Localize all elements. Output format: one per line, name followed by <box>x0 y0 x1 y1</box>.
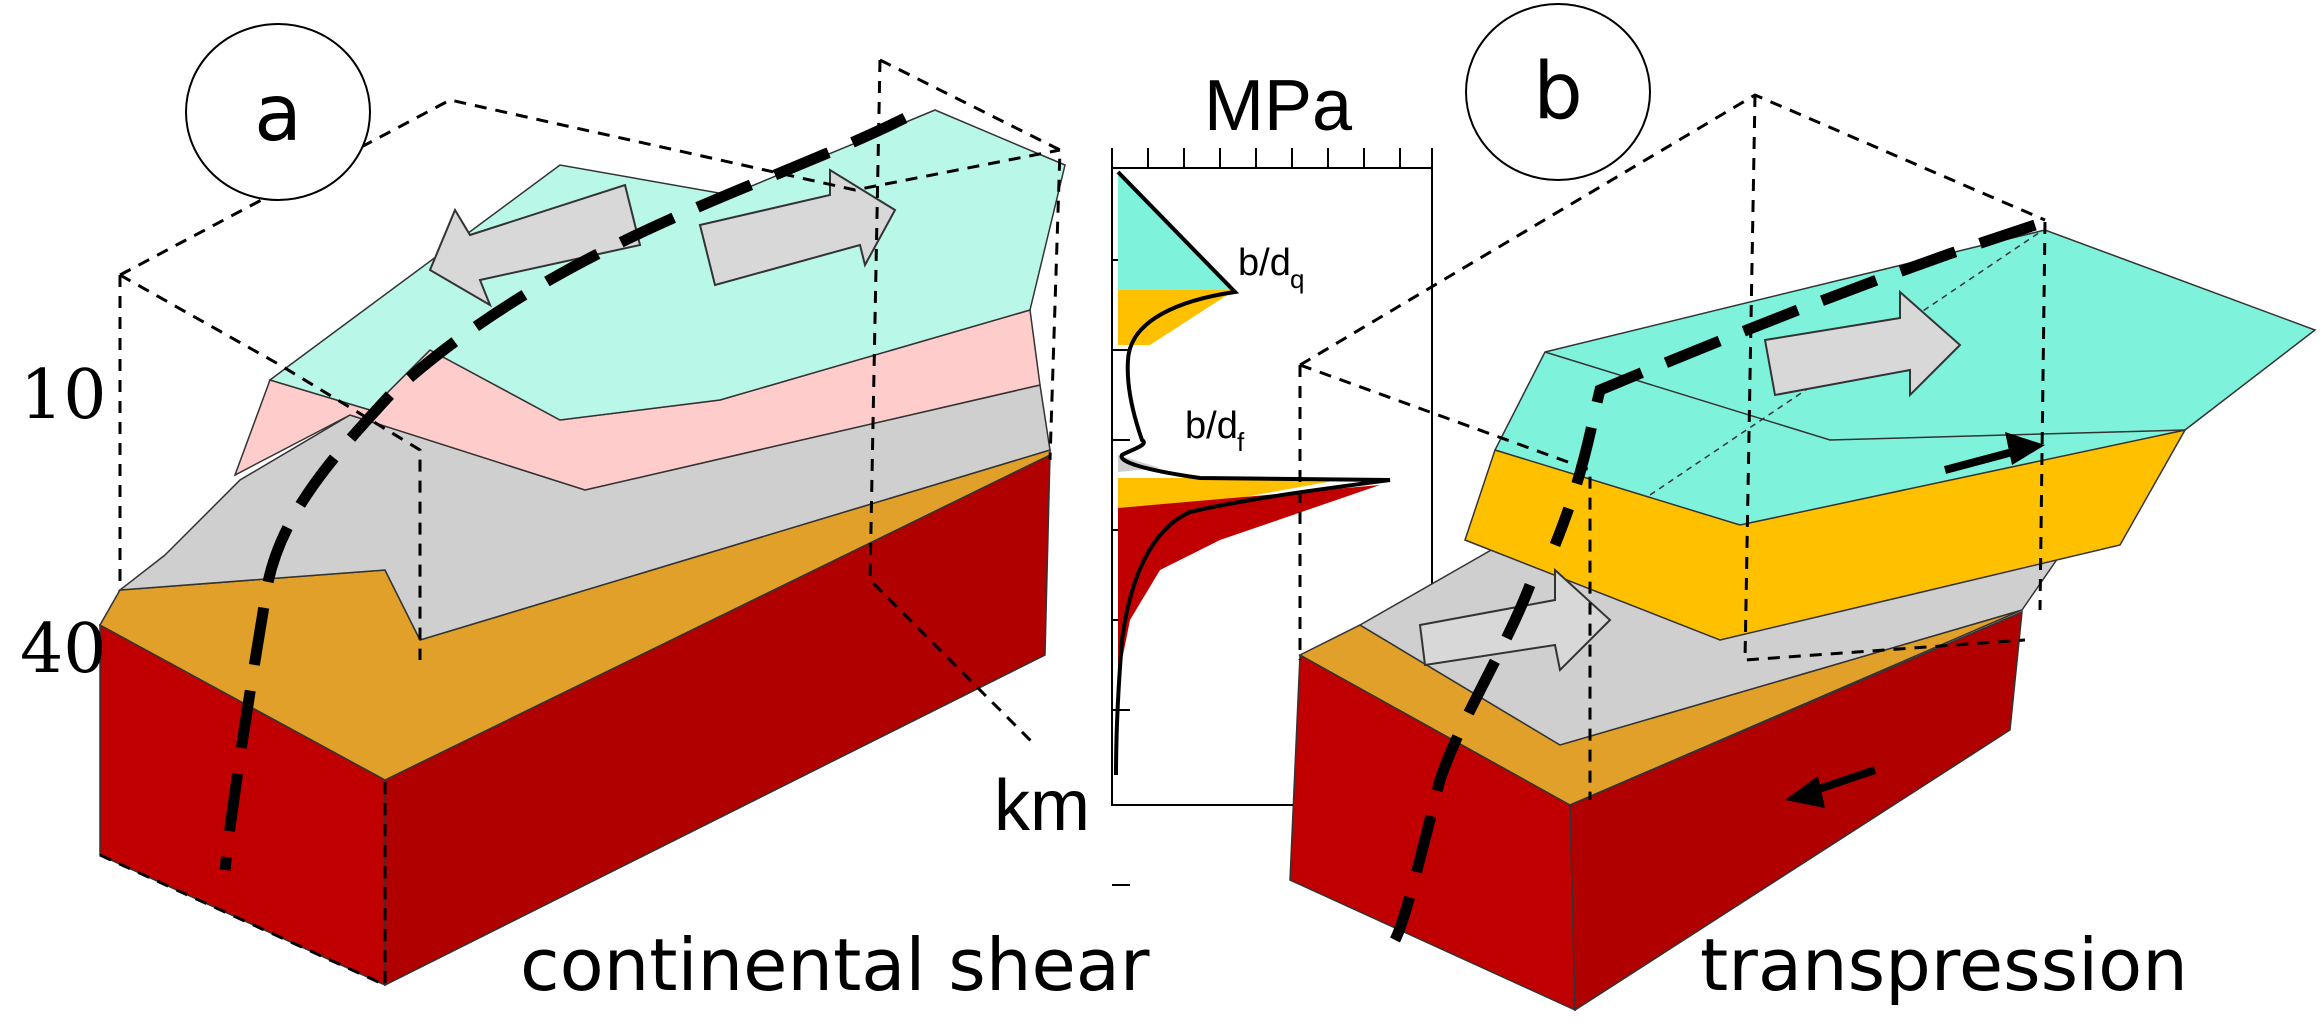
depth-tick-40: 40 <box>20 610 107 689</box>
panel-a-frame-mid <box>119 273 422 660</box>
panel-a-letter: a <box>254 69 302 159</box>
profile-strength-curve <box>1114 170 1391 776</box>
panel-b-fault-trace <box>1390 219 2037 943</box>
panel-a-frame-bottom <box>99 780 387 988</box>
panel-b-small-left-arrow-icon <box>1785 766 1877 808</box>
profile-label-bdq-sub: q <box>1290 264 1304 294</box>
panel-a-left-arrow-icon <box>428 183 642 308</box>
panel-a-letter-circle <box>185 23 371 201</box>
panel-a-fault-trace <box>219 113 908 871</box>
panel-a: a continental shear <box>98 23 1150 1007</box>
profile-unit-mpa: MPa <box>1204 66 1353 146</box>
profile-unit-km: km <box>994 766 1090 846</box>
profile-label-bdf: b/d <box>1185 405 1238 447</box>
panel-b-frame-inner <box>1299 363 1592 800</box>
panel-a-frame-right-top <box>879 58 1062 461</box>
profile-label-bdq: b/d <box>1238 242 1291 284</box>
panel-a-right-arrow-icon <box>698 168 897 287</box>
profile-orange-lower-fill <box>1118 478 1350 508</box>
profile-mantle-fill <box>1118 485 1380 680</box>
panel-a-grey-layer <box>117 384 1051 641</box>
panel-b-upper-arrow-icon <box>1763 289 1962 398</box>
strength-profile: MPa km b/d q b/d f <box>994 66 1433 886</box>
panel-b-letter: b <box>1533 47 1583 137</box>
panel-a-caption: continental shear <box>520 923 1150 1007</box>
profile-label-bdf-sub: f <box>1237 427 1245 457</box>
panel-b: b transpression <box>1289 3 2317 1012</box>
panel-b-letter-circle <box>1465 3 1651 181</box>
panel-b-caption: transpression <box>1700 923 2188 1007</box>
panel-b-mantle-side <box>1569 610 2023 1012</box>
panel-a-frame-right <box>868 59 1037 747</box>
profile-top-ticks <box>1111 148 1433 168</box>
panel-b-frame-right <box>2038 221 2047 611</box>
panel-b-slab-ridge <box>1544 351 2186 441</box>
panel-b-small-right-arrow-icon <box>1943 432 2045 474</box>
depth-tick-10: 10 <box>20 356 107 435</box>
panel-a-frame-top <box>119 98 1061 277</box>
profile-orange-upper-fill <box>1118 290 1235 345</box>
